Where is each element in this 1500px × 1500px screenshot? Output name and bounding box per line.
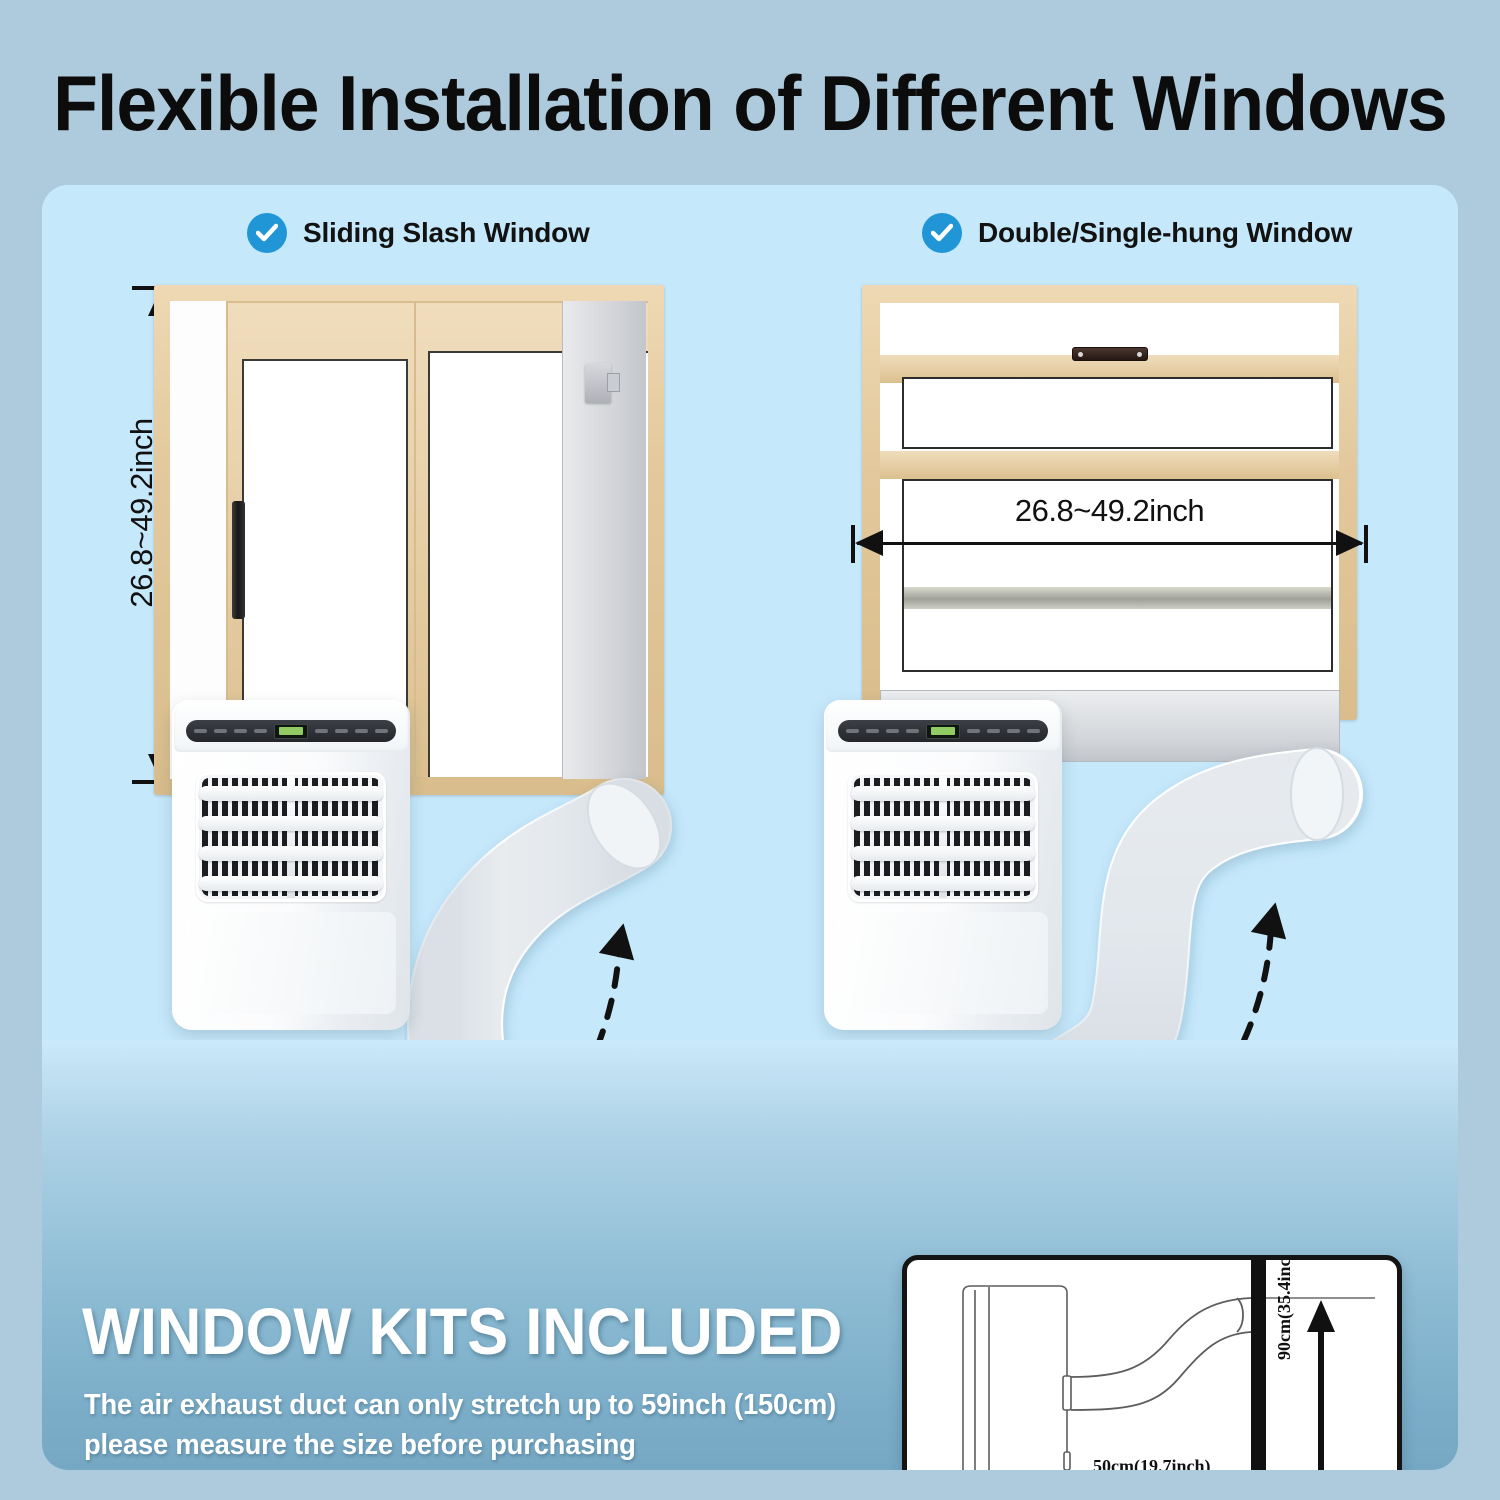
dimension-cap-right (1364, 525, 1368, 563)
dimension-cap-left (851, 525, 855, 563)
sash-lock-icon (1071, 347, 1148, 361)
ac-lower-face (838, 912, 1048, 1014)
dimension-label-double-hung: 26.8~49.2inch (847, 493, 1372, 529)
horizontal-dimension-double-hung: 26.8~49.2inch (847, 493, 1372, 563)
control-button[interactable] (254, 729, 267, 733)
louver (199, 816, 383, 831)
ac-lower-face (186, 912, 396, 1014)
check-icon (247, 213, 287, 253)
control-button[interactable] (234, 729, 247, 733)
control-button[interactable] (906, 729, 919, 733)
kits-info-area: WINDOW KITS INCLUDED The air exhaust duc… (42, 1040, 1458, 1470)
kits-line: For proper ventilation and best machine … (84, 1465, 910, 1470)
window-handle (232, 501, 245, 619)
kits-description: The air exhaust duct can only stretch up… (84, 1385, 910, 1470)
top-light-pane (880, 303, 1339, 355)
clearance-diagram: 50cm(19.7inch) 90cm(35.4inch) (902, 1255, 1402, 1470)
sash-bar (904, 587, 1331, 609)
louver (199, 846, 383, 861)
kits-line: The air exhaust duct can only stretch up… (84, 1389, 837, 1421)
control-button[interactable] (375, 729, 388, 733)
ac-control-panel[interactable] (838, 720, 1048, 742)
dimension-line (857, 542, 1362, 545)
illustration-area: Sliding Slash Window Double/Single-hung … (42, 185, 1458, 1200)
louver (199, 786, 383, 801)
control-button[interactable] (886, 729, 899, 733)
control-button[interactable] (194, 729, 207, 733)
duct-length-callout-right (1042, 830, 1312, 1190)
section-title-double-hung: Double/Single-hung Window (978, 217, 1353, 248)
page-title: Flexible Installation of Different Windo… (53, 59, 1448, 147)
portable-ac-unit-right (824, 700, 1062, 1030)
ac-vent-grille (848, 772, 1038, 902)
diagram-wall (1251, 1260, 1266, 1470)
diagram-linework (962, 1285, 1375, 1470)
louver (851, 786, 1035, 801)
control-button[interactable] (987, 729, 1000, 733)
kits-heading: WINDOW KITS INCLUDED (82, 1294, 843, 1368)
control-button[interactable] (846, 729, 859, 733)
control-button[interactable] (967, 729, 980, 733)
clearance-vertical-label: 90cm(35.4inch) (1274, 1255, 1294, 1360)
latch-icon (585, 363, 620, 403)
section-header-double-hung: Double/Single-hung Window (922, 213, 1352, 253)
control-button[interactable] (214, 729, 227, 733)
louver (851, 816, 1035, 831)
section-header-sliding: Sliding Slash Window (247, 213, 590, 253)
control-button[interactable] (1027, 729, 1040, 733)
louver (199, 876, 383, 891)
middle-rail (880, 451, 1339, 479)
control-button[interactable] (355, 729, 368, 733)
kits-line: please measure the size before purchasin… (84, 1429, 636, 1461)
arrowhead-right-icon (1336, 530, 1364, 556)
led-display (926, 723, 960, 739)
control-button[interactable] (866, 729, 879, 733)
clearance-horizontal-label: 50cm(19.7inch) (1093, 1456, 1211, 1470)
louver (851, 846, 1035, 861)
check-icon (922, 213, 962, 253)
led-display (274, 723, 308, 739)
louver (851, 876, 1035, 891)
ac-vent-grille (196, 772, 386, 902)
control-button[interactable] (335, 729, 348, 733)
fixed-pane (170, 301, 230, 779)
window-kit-panel (562, 301, 646, 779)
arrowhead-left-icon (855, 530, 883, 556)
section-title-sliding: Sliding Slash Window (303, 217, 590, 248)
grille-spine (939, 776, 947, 898)
upper-sash (902, 377, 1333, 449)
content-card: Sliding Slash Window Double/Single-hung … (42, 185, 1458, 1470)
ac-control-panel[interactable] (186, 720, 396, 742)
control-button[interactable] (315, 729, 328, 733)
control-button[interactable] (1007, 729, 1020, 733)
portable-ac-unit-left (172, 700, 410, 1030)
window-panes (880, 303, 1339, 702)
grille-spine (287, 776, 295, 898)
